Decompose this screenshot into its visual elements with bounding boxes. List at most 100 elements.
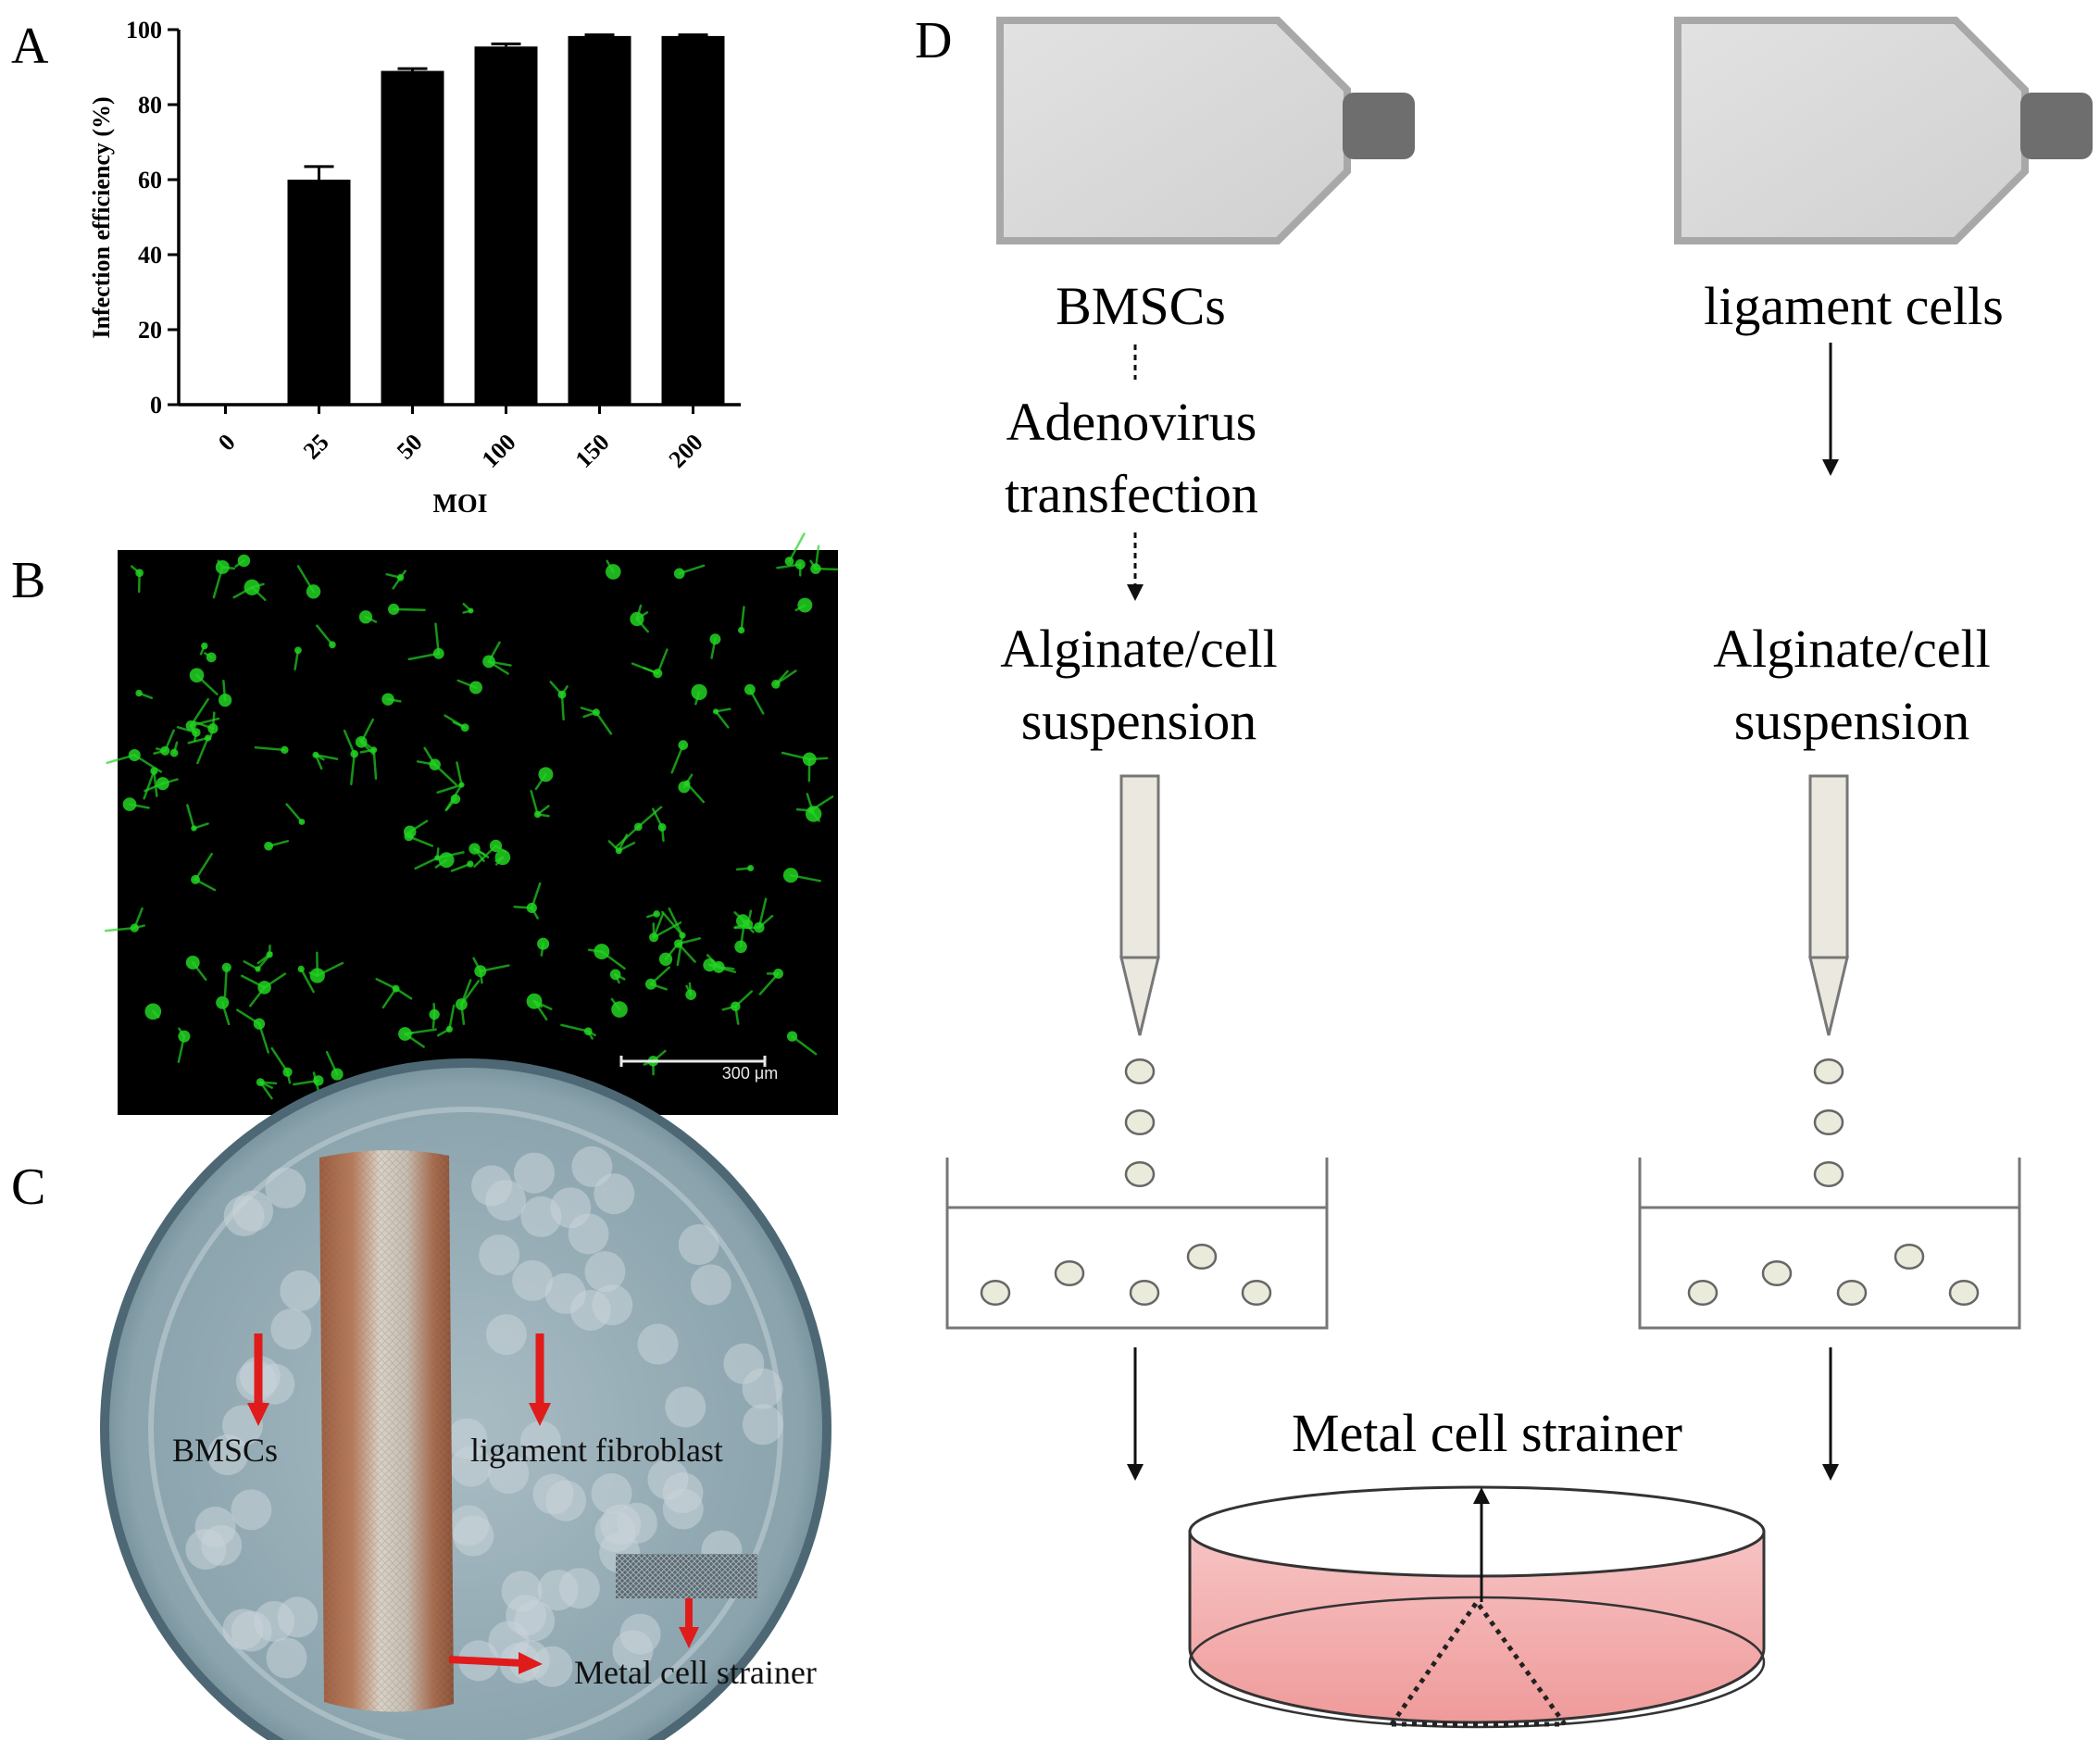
pipette-right-tip: [1808, 956, 1849, 1036]
cell-process: [299, 968, 315, 994]
cell-process: [487, 641, 501, 663]
cell-process: [432, 1002, 436, 1016]
cell-process: [223, 966, 229, 997]
cell-process: [172, 741, 179, 755]
cell-process: [714, 707, 731, 713]
cell-process: [204, 652, 213, 659]
cell-process: [606, 559, 615, 573]
cell-process: [232, 586, 254, 599]
cell-process: [444, 714, 467, 729]
cell-process: [193, 720, 215, 730]
cell-process: [774, 670, 789, 686]
cell-process: [649, 983, 668, 991]
cell-process: [193, 731, 198, 743]
cell-process: [531, 882, 542, 909]
cell-process: [610, 997, 621, 1011]
cell-process: [661, 910, 684, 937]
flask-left-body: [996, 17, 1351, 244]
bead-photo: [206, 1434, 248, 1476]
cell-process: [708, 963, 737, 973]
cell-process: [708, 963, 721, 967]
cell-process: [267, 840, 290, 847]
cell-process: [270, 1046, 289, 1073]
pipette-right: [1808, 774, 1849, 1036]
cell-process: [236, 1008, 261, 1025]
cell-process: [192, 961, 207, 982]
bead-photo: [448, 1505, 490, 1546]
bath-left-container: [945, 1158, 1329, 1330]
cell-process: [635, 611, 649, 620]
bar: [287, 180, 351, 405]
cell-process: [532, 999, 543, 1008]
bead: [980, 1280, 1011, 1306]
cell-process: [781, 751, 811, 761]
cell-process: [325, 1050, 339, 1076]
cell-process: [196, 736, 209, 765]
strainer-inset-photo: [616, 1554, 757, 1598]
bead-photo: [485, 1180, 527, 1221]
cell-process: [714, 710, 730, 729]
micrograph-background: [118, 550, 838, 1115]
bead-photo: [742, 1404, 783, 1446]
cell-process: [614, 973, 620, 984]
bead: [1813, 1109, 1844, 1135]
cell-process: [250, 582, 265, 589]
bead-photo: [450, 1446, 492, 1487]
arrow-strainer-shaft: [448, 1656, 524, 1667]
cell-process: [462, 602, 472, 612]
coculture-dish-rim: [1188, 1485, 1766, 1578]
cell-process: [643, 666, 659, 675]
cell-process: [385, 572, 402, 579]
cell-process: [199, 645, 206, 656]
label-transfection: transfection: [1005, 464, 1258, 524]
x-tick-label: 50: [392, 429, 428, 465]
cell-process: [479, 964, 510, 973]
cell-process: [178, 1027, 186, 1038]
label-bmsc-photo: BMSCs: [172, 1432, 278, 1469]
bead: [1129, 1280, 1160, 1306]
cell-process: [646, 912, 658, 919]
cell-process: [407, 835, 434, 847]
cell-process: [436, 1028, 451, 1037]
mesh-strainer-texture: [319, 1149, 454, 1712]
cell-process: [460, 1003, 466, 1025]
label-alginate-right: Alginate/cell: [1713, 619, 1991, 679]
bead-photo: [594, 1173, 635, 1215]
cell-process: [407, 652, 441, 661]
bead: [1241, 1280, 1272, 1306]
cell-process: [656, 648, 669, 675]
cell-process: [308, 971, 319, 977]
cell-process: [316, 961, 344, 977]
pipette-left: [1119, 774, 1160, 1036]
pipette-left-tip: [1119, 956, 1160, 1036]
panel-label-b: B: [11, 552, 45, 609]
arrow-ligament-head: [529, 1403, 551, 1426]
bead: [1687, 1280, 1719, 1306]
cell-process: [293, 1079, 320, 1086]
cell-process: [788, 532, 806, 563]
cell-process: [607, 840, 620, 852]
pipette-left-barrel: [1119, 774, 1160, 959]
bead: [1836, 1280, 1868, 1306]
cell-process: [375, 978, 397, 990]
cell-process: [217, 559, 224, 569]
cell-process: [137, 692, 154, 699]
cell-process: [404, 1028, 437, 1035]
red-arrows: [247, 1333, 699, 1674]
bead-photo: [550, 1187, 592, 1229]
cell-process: [688, 982, 693, 996]
cell-process: [789, 873, 822, 883]
cell-process: [652, 912, 665, 939]
cell-process: [212, 566, 224, 599]
cell-process: [560, 685, 569, 696]
y-tick-label: 40: [138, 242, 162, 269]
cell-process: [776, 563, 802, 570]
cell-process: [791, 1034, 818, 1056]
bead-photo: [488, 1453, 530, 1495]
cell-process: [594, 711, 613, 735]
cell-process: [423, 746, 436, 766]
bead-photo: [222, 1609, 264, 1650]
cell-process: [296, 565, 315, 594]
cell-process: [586, 1030, 596, 1037]
bead-photo: [571, 1145, 613, 1187]
